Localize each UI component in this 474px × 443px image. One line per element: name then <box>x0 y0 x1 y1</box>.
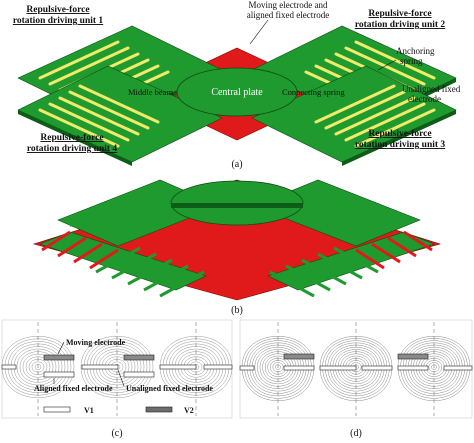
leader-moving-electrode <box>249 19 269 45</box>
unit-3-label-line2: rotation driving unit 3 <box>355 140 446 150</box>
aligned-fixed-label: Aligned fixed electrode <box>34 384 113 393</box>
moving-electrode-label-line2: aligned fixed electrode <box>247 10 329 20</box>
electrodes-d <box>239 353 473 371</box>
legend-v1-swatch <box>43 406 71 413</box>
field-line <box>107 359 127 375</box>
unit-1-label-line1: Repulsive-force <box>26 5 89 15</box>
caption-b: (b) <box>231 305 243 316</box>
caption-c: (c) <box>111 428 122 439</box>
unaligned-label-line2: electrode <box>408 94 441 104</box>
field-line <box>95 348 139 386</box>
field-line <box>13 346 63 388</box>
field-line <box>25 356 51 378</box>
moving-electrode-label: Moving electrode <box>66 338 126 347</box>
field-line <box>34 364 42 370</box>
unit-1-label-line2: rotation driving unit 1 <box>13 16 104 26</box>
tilted-unit-4 <box>39 230 207 298</box>
field-line <box>426 360 442 375</box>
legend-v2-swatch <box>145 406 173 413</box>
unit-4-label-line1: Repulsive-force <box>40 133 103 143</box>
field-line <box>92 346 142 388</box>
unit-2-label-line2: rotation driving unit 2 <box>355 20 446 30</box>
field-line <box>16 348 60 386</box>
unit-4-label-line2: rotation driving unit 4 <box>27 144 118 154</box>
leader-moving-c <box>57 341 65 355</box>
tilted-combs-top <box>69 191 405 227</box>
panel-d: (d) <box>239 319 473 439</box>
field-line <box>275 364 281 370</box>
leader-unaligned-c <box>117 369 125 387</box>
field-line <box>22 354 54 380</box>
moving-electrode-label-line1: Moving electrode and <box>249 0 328 10</box>
field-line <box>101 354 133 380</box>
field-line <box>1 336 75 398</box>
leader-anchoring <box>377 59 397 71</box>
unit-2-label-line1: Repulsive-force <box>368 9 431 19</box>
legend-v1-label: V1 <box>84 406 94 415</box>
field-line <box>431 364 437 370</box>
central-plate <box>176 67 298 117</box>
driving-unit-3 <box>251 65 457 166</box>
plate-edge <box>171 203 303 208</box>
central-plate-label: Central plate <box>211 87 263 98</box>
unit-3-label-line1: Repulsive-force <box>368 129 431 139</box>
field-line <box>104 356 130 378</box>
panel-a: Repulsive-force rotation driving unit 1 … <box>13 0 461 170</box>
anchoring-label-line2: spring <box>400 56 423 66</box>
tilted-unit-3 <box>267 230 435 298</box>
electrodes-c <box>1 354 233 378</box>
caption-a: (a) <box>231 159 242 170</box>
unaligned-label-line1: Unaligned fixed <box>402 84 461 94</box>
middle-beam-label: Middle beam <box>128 87 173 97</box>
legend-v2-label: V2 <box>184 406 194 415</box>
caption-d: (d) <box>350 428 362 439</box>
anchoring-label-line1: Anchoring <box>396 46 435 56</box>
panel-c: Moving electrode Aligned fixed electrode… <box>1 319 233 439</box>
unaligned-fixed-label: Unaligned fixed electrode <box>126 384 213 393</box>
field-line <box>80 336 154 398</box>
driving-unit-4 <box>17 65 223 166</box>
panel-b: (b) <box>32 179 442 316</box>
field-line <box>28 359 48 375</box>
connecting-spring-label: Connecting spring <box>282 87 345 97</box>
